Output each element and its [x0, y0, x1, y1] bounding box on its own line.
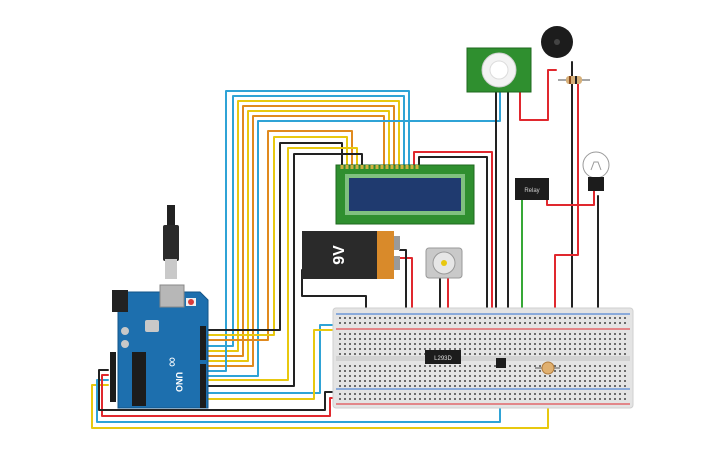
dc-motor[interactable]	[425, 247, 463, 279]
arduino-name-label: UNO	[174, 372, 184, 392]
wire-lcd-12[interactable]	[204, 153, 363, 387]
relay-label: Relay	[524, 188, 539, 194]
wire-lcd-black[interactable]	[418, 156, 488, 319]
arduino-uno[interactable]: ∞ UNO	[110, 205, 209, 409]
wire-lcd-7[interactable]	[204, 89, 501, 377]
lcd-display[interactable]	[335, 164, 475, 225]
wire-lcd-red[interactable]	[413, 151, 493, 319]
breadboard[interactable]	[332, 307, 634, 409]
resistor[interactable]	[558, 76, 590, 84]
wire-lcd-9[interactable]	[204, 136, 348, 336]
wire-lcd-8[interactable]	[204, 130, 353, 341]
wire-lcd-5[interactable]	[204, 115, 385, 367]
wire-buzzer-red[interactable]	[554, 81, 579, 319]
battery-label: 9V	[331, 245, 348, 265]
pir-sensor[interactable]	[466, 47, 532, 93]
arduino-brand-mark: ∞	[165, 357, 181, 367]
wire-lcd-6[interactable]	[204, 90, 410, 372]
wire-battery-left[interactable]	[301, 269, 367, 319]
lcd-pin-header	[340, 165, 419, 169]
light-bulb[interactable]	[582, 151, 610, 191]
battery-9v[interactable]: 9V	[302, 231, 400, 279]
motor-driver-ic[interactable]: L293D	[425, 350, 461, 364]
wire-battery-black[interactable]	[399, 249, 407, 319]
wire-lcd-3[interactable]	[204, 105, 395, 357]
wire-relay-red[interactable]	[546, 189, 595, 206]
temperature-sensor[interactable]	[496, 358, 506, 368]
wire-lcd-10[interactable]	[204, 142, 343, 331]
relay[interactable]: Relay	[515, 178, 549, 200]
piezo-buzzer[interactable]	[541, 26, 573, 58]
wire-arduino-black[interactable]	[98, 369, 353, 411]
wire-lcd-1[interactable]	[204, 95, 405, 347]
ic-label: L293D	[434, 356, 452, 362]
photoresistor[interactable]	[535, 361, 560, 375]
wire-lcd-4[interactable]	[204, 110, 390, 362]
breadboard-holes	[339, 317, 626, 400]
wire-pir-3[interactable]	[519, 69, 557, 121]
